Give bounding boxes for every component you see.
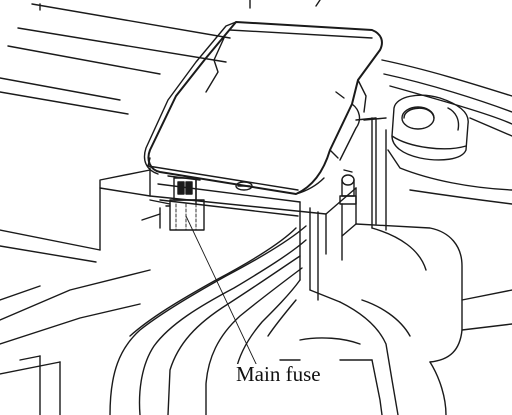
main-fuse — [141, 175, 205, 231]
reservoir-cap — [391, 94, 469, 161]
wiring-harness — [109, 225, 307, 415]
terminal-stud — [339, 169, 357, 205]
battery-tray — [0, 229, 151, 415]
engine-components — [279, 223, 512, 415]
fender-lines — [381, 59, 512, 205]
callout-leader — [185, 215, 259, 369]
bolt-mark — [235, 181, 253, 191]
fuse-box-cover — [143, 21, 383, 195]
fuse-box-body — [99, 117, 387, 303]
main-fuse-label: Main fuse — [234, 362, 323, 386]
bodywork-lines — [0, 0, 321, 115]
